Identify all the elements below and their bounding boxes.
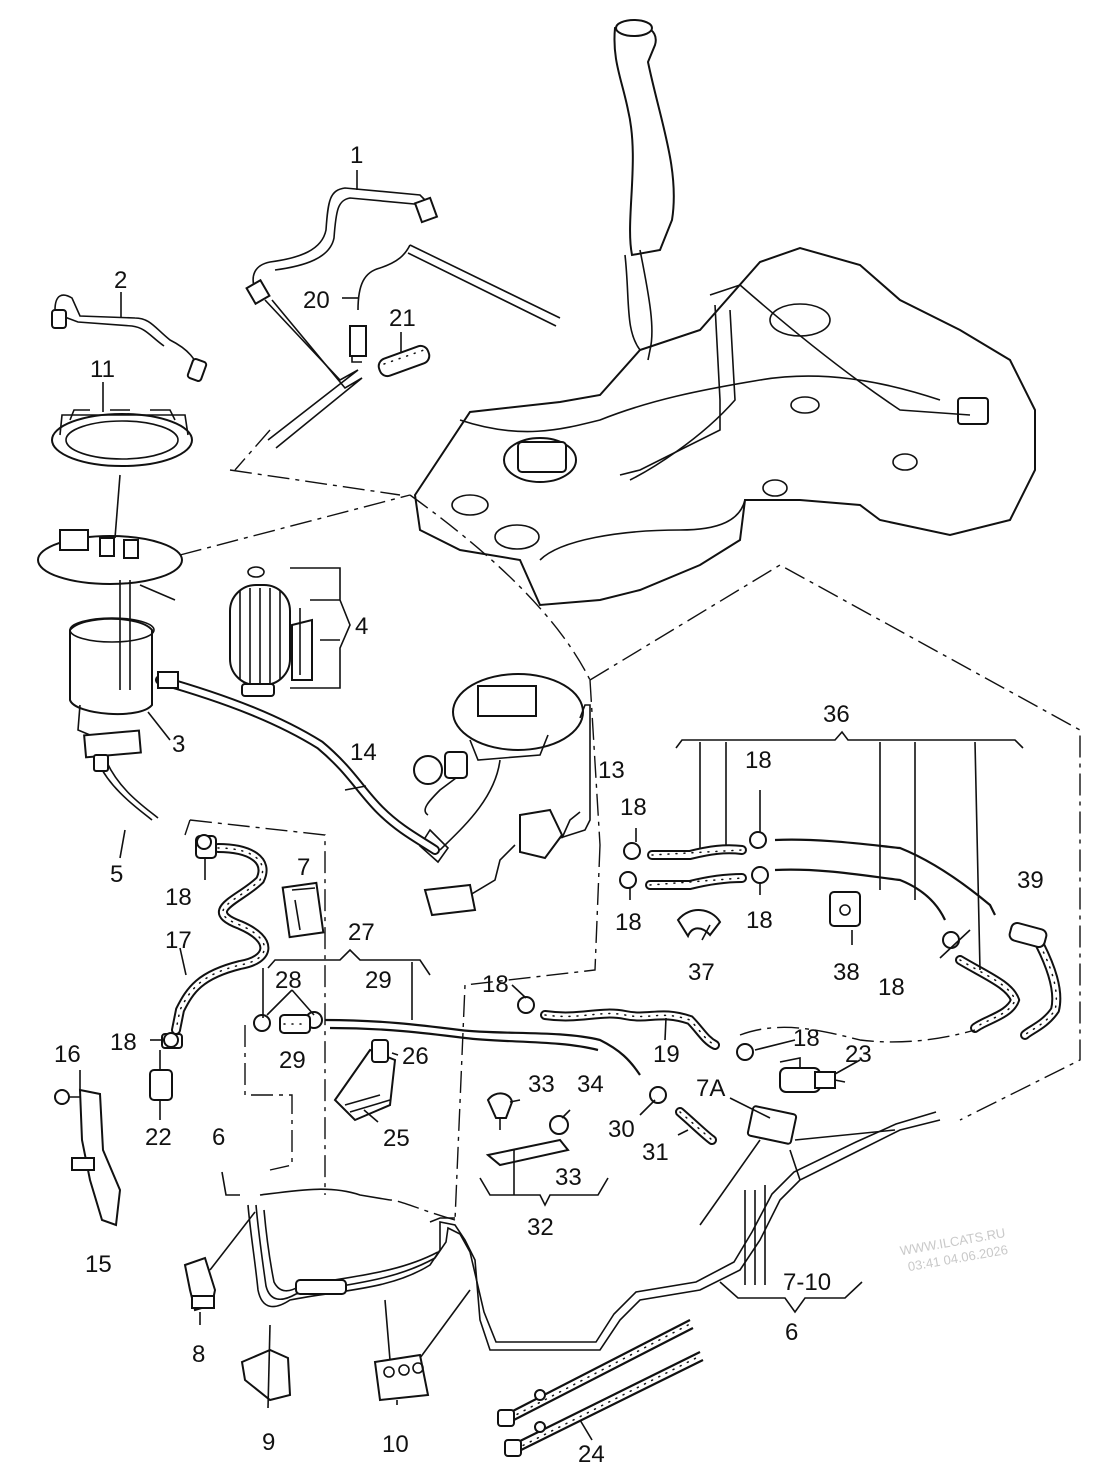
callout-8: 8 bbox=[192, 1341, 205, 1368]
leader-lines bbox=[79, 170, 1024, 1441]
callout-18-top-right: 18 bbox=[745, 747, 772, 774]
callout-24: 24 bbox=[578, 1441, 605, 1468]
callout-16: 16 bbox=[54, 1041, 81, 1068]
callout-4: 4 bbox=[355, 613, 368, 640]
callout-labels: 1 2 20 21 11 4 3 36 14 13 18 18 5 7 39 1… bbox=[54, 142, 1044, 1468]
callout-20: 20 bbox=[303, 287, 330, 314]
callout-15: 15 bbox=[85, 1251, 112, 1278]
callout-39: 39 bbox=[1017, 867, 1044, 894]
main-fuel-lines bbox=[183, 1018, 941, 1457]
callout-34: 34 bbox=[577, 1071, 604, 1098]
callout-7-10: 7-10 bbox=[783, 1269, 831, 1296]
callout-17: 17 bbox=[165, 927, 192, 954]
hose-clamps bbox=[163, 831, 960, 1104]
callout-10: 10 bbox=[382, 1431, 409, 1458]
sender-unit bbox=[155, 671, 584, 917]
callout-14: 14 bbox=[350, 739, 377, 766]
callout-19: 19 bbox=[653, 1041, 680, 1068]
callout-33-bottom: 33 bbox=[555, 1164, 582, 1191]
callout-30: 30 bbox=[608, 1116, 635, 1143]
fuel-pump-unit bbox=[37, 409, 340, 821]
callout-7: 7 bbox=[297, 854, 310, 881]
callout-11: 11 bbox=[90, 356, 115, 383]
hose-assembly-left bbox=[54, 835, 325, 1227]
callout-7a: 7A bbox=[696, 1075, 725, 1102]
callout-22: 22 bbox=[145, 1124, 172, 1151]
callout-18-right-lower: 18 bbox=[746, 907, 773, 934]
callout-32: 32 bbox=[527, 1214, 554, 1241]
callout-13: 13 bbox=[598, 757, 625, 784]
callout-9: 9 bbox=[262, 1429, 275, 1456]
callout-23: 23 bbox=[845, 1041, 872, 1068]
callout-18-centre: 18 bbox=[482, 971, 509, 998]
callout-37: 37 bbox=[688, 959, 715, 986]
callout-6-upper: 6 bbox=[212, 1124, 225, 1151]
fuel-tank bbox=[413, 19, 1036, 607]
hoses-right bbox=[540, 838, 1062, 1050]
callout-18-lower-left: 18 bbox=[110, 1029, 137, 1056]
callout-33-top: 33 bbox=[528, 1071, 555, 1098]
callout-18-lower-right: 18 bbox=[793, 1025, 820, 1052]
callout-28: 28 bbox=[275, 967, 302, 994]
callout-38: 38 bbox=[833, 959, 860, 986]
callout-36: 36 bbox=[823, 701, 850, 728]
callout-18-mid: 18 bbox=[620, 794, 647, 821]
callout-27: 27 bbox=[348, 919, 375, 946]
callout-26: 26 bbox=[402, 1043, 429, 1070]
callout-31: 31 bbox=[642, 1139, 669, 1166]
callout-29-bottom: 29 bbox=[279, 1047, 306, 1074]
watermark: WWW.ILCATS.RU 03:41 04.06.2026 bbox=[899, 1225, 1009, 1274]
callout-6-lower: 6 bbox=[785, 1319, 798, 1346]
callout-29-top: 29 bbox=[365, 967, 392, 994]
callout-1: 1 bbox=[350, 142, 363, 169]
callout-18-left: 18 bbox=[165, 884, 192, 911]
dashed-frames bbox=[179, 429, 1081, 1221]
callout-18-far-right: 18 bbox=[878, 974, 905, 1001]
callout-2: 2 bbox=[114, 267, 127, 294]
callout-21: 21 bbox=[389, 305, 416, 332]
lines-upper-left bbox=[51, 187, 561, 449]
callout-5: 5 bbox=[110, 861, 123, 888]
callout-25: 25 bbox=[383, 1125, 410, 1152]
callout-18-mid-lower: 18 bbox=[615, 909, 642, 936]
callout-3: 3 bbox=[172, 731, 185, 758]
valves-and-brackets bbox=[279, 1014, 846, 1167]
